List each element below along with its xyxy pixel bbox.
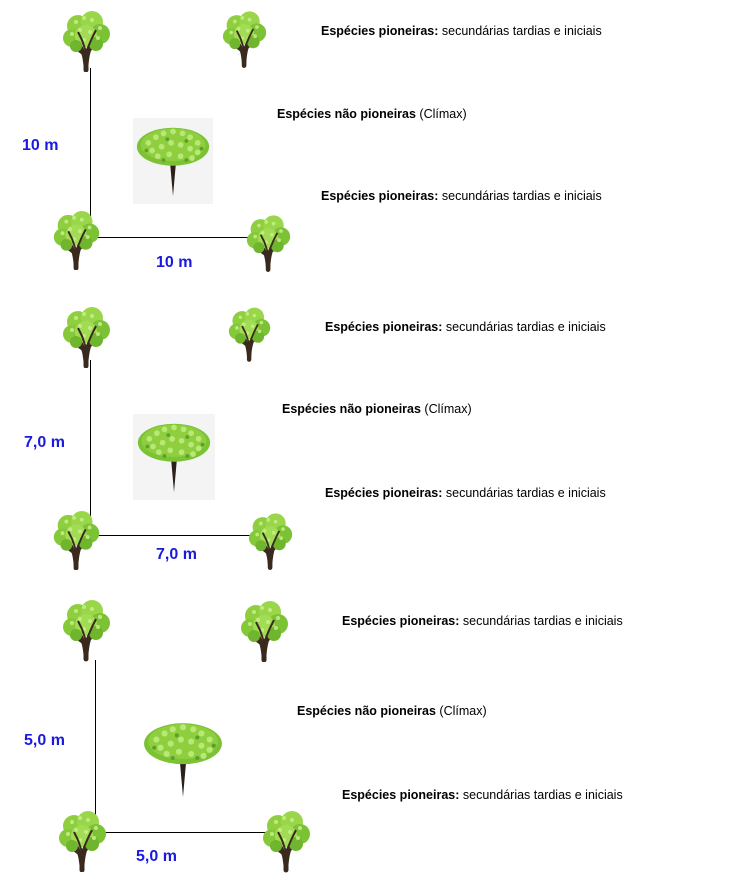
climax-tree-icon — [136, 416, 212, 496]
climax-tree-icon — [142, 714, 224, 802]
pioneer-tree-bottom-right-icon — [246, 208, 292, 278]
horizontal-spacing-label: 10 m — [156, 254, 193, 271]
vertical-spacing-line — [90, 360, 91, 535]
pioneer-caption-top: Espécies pioneiras: secundárias tardias … — [342, 614, 623, 628]
horizontal-spacing-line — [95, 832, 275, 833]
horizontal-spacing-label: 5,0 m — [136, 848, 177, 865]
pioneer-tree-top-right-icon — [240, 600, 290, 662]
pioneer-tree-bottom-left-icon — [52, 510, 102, 570]
vertical-spacing-label: 7,0 m — [24, 434, 65, 451]
pioneer-caption-bottom: Espécies pioneiras: secundárias tardias … — [321, 189, 602, 203]
pioneer-tree-bottom-right-icon — [248, 504, 294, 578]
vertical-spacing-label: 5,0 m — [24, 732, 65, 749]
pioneer-tree-top-right-icon — [222, 10, 268, 68]
climax-caption: Espécies não pioneiras (Clímax) — [282, 402, 472, 416]
vertical-spacing-line — [95, 660, 96, 833]
pioneer-tree-bottom-left-icon — [52, 210, 102, 270]
pioneer-tree-bottom-right-icon — [262, 806, 312, 876]
vertical-spacing-line — [90, 68, 91, 238]
pioneer-caption-top: Espécies pioneiras: secundárias tardias … — [321, 24, 602, 38]
spacing-panel-7m: Espécies pioneiras: secundárias tardias … — [0, 296, 739, 586]
pioneer-caption-top: Espécies pioneiras: secundárias tardias … — [325, 320, 606, 334]
climax-tree-icon — [135, 120, 211, 200]
climax-caption: Espécies não pioneiras (Clímax) — [277, 107, 467, 121]
pioneer-tree-top-right-icon — [228, 306, 272, 362]
climax-tree-frame — [133, 414, 215, 500]
horizontal-spacing-line — [90, 535, 262, 536]
spacing-panel-10m: Espécies pioneiras: secundárias tardias … — [0, 0, 739, 290]
horizontal-spacing-line — [90, 237, 260, 238]
vertical-spacing-label: 10 m — [22, 137, 59, 154]
pioneer-tree-top-left-icon — [62, 306, 112, 368]
pioneer-tree-top-left-icon — [62, 598, 112, 662]
pioneer-caption-bottom: Espécies pioneiras: secundárias tardias … — [342, 788, 623, 802]
spacing-panel-5m: Espécies pioneiras: secundárias tardias … — [0, 592, 739, 879]
horizontal-spacing-label: 7,0 m — [156, 546, 197, 563]
pioneer-caption-bottom: Espécies pioneiras: secundárias tardias … — [325, 486, 606, 500]
climax-tree-frame — [133, 118, 213, 204]
pioneer-tree-top-left-icon — [62, 10, 112, 72]
pioneer-tree-bottom-left-icon — [58, 810, 108, 872]
climax-caption: Espécies não pioneiras (Clímax) — [297, 704, 487, 718]
